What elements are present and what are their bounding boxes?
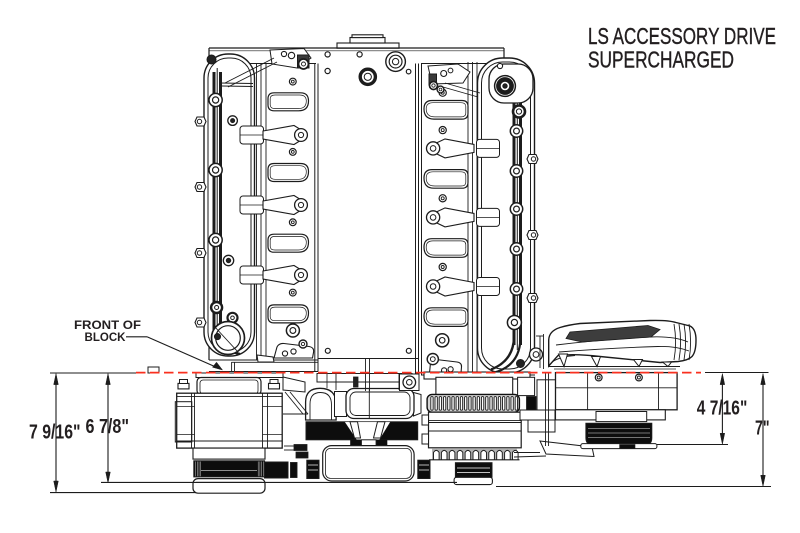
svg-text:7": 7": [755, 417, 770, 440]
svg-text:LS ACCESSORY DRIVE: LS ACCESSORY DRIVE: [588, 23, 776, 49]
svg-text:6 7/8": 6 7/8": [86, 415, 130, 438]
svg-text:4 7/16": 4 7/16": [697, 397, 748, 420]
svg-text:7 9/16": 7 9/16": [29, 420, 81, 443]
svg-text:BLOCK: BLOCK: [85, 332, 127, 344]
svg-text:SUPERCHARGED: SUPERCHARGED: [588, 46, 734, 72]
svg-text:FRONT OF: FRONT OF: [74, 320, 141, 332]
